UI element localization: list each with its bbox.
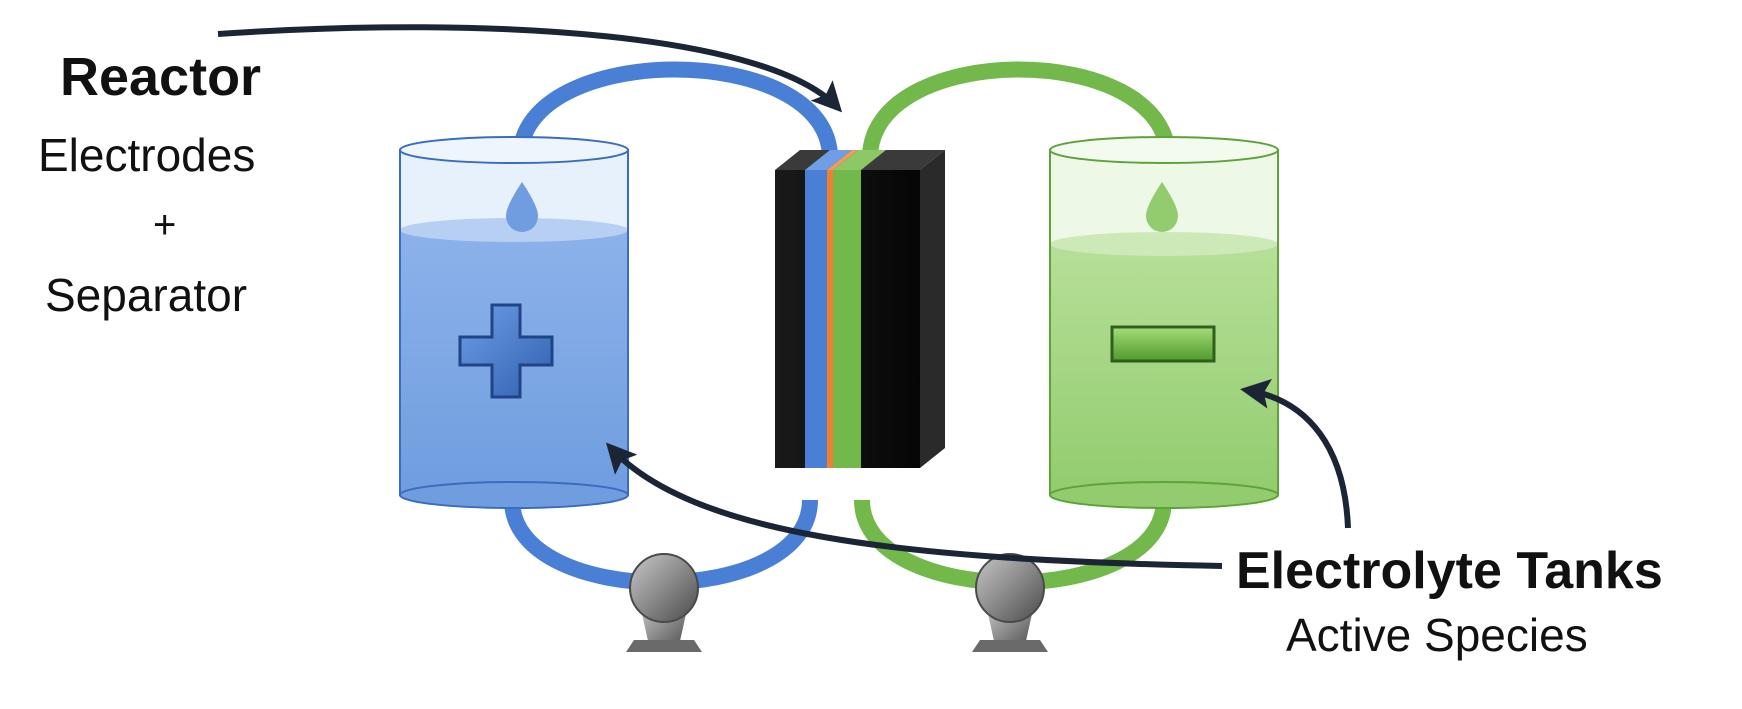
reactor-plus-label: + — [153, 203, 177, 247]
droplet-icon — [1146, 182, 1178, 232]
positive-electrode — [805, 170, 827, 468]
minus-icon — [1110, 325, 1216, 363]
reactor-title: Reactor — [60, 47, 262, 107]
tanks-subtitle: Active Species — [1286, 609, 1588, 661]
pump-icon — [972, 553, 1048, 652]
reactor-electrodes-label: Electrodes — [38, 129, 256, 181]
positive-upper-pipe — [512, 61, 838, 159]
negative-tank-arrow — [1240, 378, 1351, 529]
plus-icon — [458, 303, 554, 399]
membrane-separator — [827, 170, 833, 468]
reactor-separator-label: Separator — [45, 269, 248, 321]
droplet-icon — [506, 182, 538, 232]
negative-electrode — [833, 170, 861, 468]
pump-icon — [626, 553, 702, 652]
reactor-arrow — [217, 24, 843, 113]
tanks-title: Electrolyte Tanks — [1236, 542, 1663, 600]
reactor-cell — [775, 150, 945, 468]
negative-upper-pipe — [862, 61, 1176, 159]
positive-tank-arrow — [605, 442, 1223, 569]
